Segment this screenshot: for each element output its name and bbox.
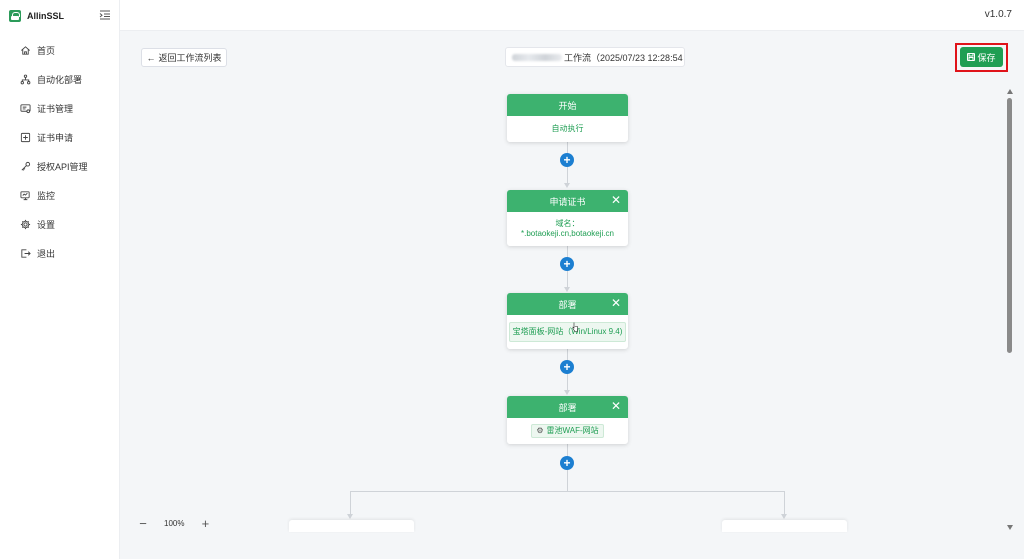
sidebar-item-settings[interactable]: 设置 [0,210,120,239]
deploy-target-tag: 宝塔面板-网站（Win/Linux 9.4) [508,322,627,342]
node-body: 域名： *.botaokeji.cn,botaokeji.cn [507,212,628,246]
branch-node-left[interactable] [289,520,414,532]
add-node-button[interactable]: + [560,360,574,374]
connector-arrow [347,514,353,519]
save-icon [967,53,976,61]
workflow-node-apply-cert[interactable]: 申请证书 ✕ 域名： *.botaokeji.cn,botaokeji.cn [507,190,628,246]
branch-node-right[interactable] [722,520,847,532]
back-to-workflow-list-button[interactable]: ← 返回工作流列表 [141,48,227,67]
sidebar-item-cert-management[interactable]: 证书管理 [0,94,120,123]
redacted-text [512,53,562,61]
gear-icon: ⚙ [536,426,544,435]
sidebar-item-home[interactable]: 首页 [0,36,120,65]
sidebar-item-label: 退出 [37,249,56,259]
node-header: 部署 ✕ [507,396,628,418]
domain-label: 域名： [555,219,580,228]
monitor-icon [20,191,30,201]
scrollbar-thumb[interactable] [1007,98,1012,353]
workflow-title-text: 工作流（2025/07/23 12:28:54 [564,52,683,63]
close-icon[interactable]: ✕ [610,399,621,413]
connector-arrow [564,390,570,395]
domain-value: *.botaokeji.cn,botaokeji.cn [521,229,614,238]
branch-line-left [350,491,351,516]
sidebar-item-logout[interactable]: 退出 [0,239,120,268]
sidebar-item-label: 授权API管理 [37,162,88,172]
workflow-node-deploy[interactable]: 部署 ✕ 宝塔面板-网站（Win/Linux 9.4) [507,293,628,349]
node-header: 申请证书 ✕ [507,190,628,212]
node-body: 宝塔面板-网站（Win/Linux 9.4) [507,315,628,349]
node-title: 部署 [558,299,577,310]
scroll-up-arrow[interactable] [1007,89,1013,94]
zoom-in-button[interactable]: + [201,515,210,531]
node-title: 开始 [558,100,577,111]
arrow-left-icon: ← [146,52,156,63]
zoom-controls: − 100% + [137,515,211,531]
add-node-button[interactable]: + [560,257,574,271]
deploy-target-text: 雷池WAF-网站 [546,426,599,435]
sidebar-item-label: 首页 [37,46,56,56]
top-bar: v1.0.7 [120,0,1024,31]
sidebar-item-api-auth[interactable]: 授权API管理 [0,152,120,181]
add-square-icon [20,132,31,143]
back-button-label: 返回工作流列表 [158,53,222,63]
close-icon[interactable]: ✕ [610,193,621,207]
workflow-icon [20,74,31,85]
save-button[interactable]: 保存 [960,47,1003,67]
scroll-down-arrow[interactable] [1007,525,1013,530]
brand[interactable]: AllinSSL [9,8,64,24]
connector-arrow [781,514,787,519]
collapse-menu-icon[interactable] [99,9,111,21]
save-button-label: 保存 [977,52,996,63]
sidebar-item-label: 监控 [37,191,56,201]
connector-arrow [564,287,570,292]
workflow-title-input[interactable]: 工作流（2025/07/23 12:28:54 [505,47,685,67]
save-button-highlight [955,43,1008,72]
sidebar: AllinSSL 首页 自动化部署 证书管理 证书申请 授权API管理 监控 [0,0,120,559]
workflow-node-deploy[interactable]: 部署 ✕ ⚙ 雷池WAF-网站 [507,396,628,444]
app-name: AllinSSL [27,11,65,21]
close-icon[interactable]: ✕ [610,296,621,310]
home-icon [21,46,30,55]
node-body: ⚙ 雷池WAF-网站 [507,418,628,444]
workflow-node-start[interactable]: 开始 自动执行 [507,94,628,142]
sidebar-item-cert-apply[interactable]: 证书申请 [0,123,120,152]
add-node-button[interactable]: + [560,153,574,167]
node-header: 部署 ✕ [507,293,628,315]
sidebar-item-label: 自动化部署 [37,75,83,85]
sidebar-nav: 首页 自动化部署 证书管理 证书申请 授权API管理 监控 设置 退出 [0,36,120,268]
sidebar-item-monitor[interactable]: 监控 [0,181,120,210]
node-body-text: 自动执行 [551,124,584,133]
key-icon [21,161,31,171]
pointer-cursor-icon [572,322,578,332]
node-body: 自动执行 [507,116,628,142]
app-logo [9,10,21,22]
zoom-level: 100% [164,518,185,528]
certificate-icon [20,104,31,114]
node-title: 申请证书 [549,196,586,207]
branch-line-horizontal [350,491,785,492]
branch-line-right [784,491,785,516]
node-header: 开始 [507,94,628,116]
gear-icon [20,219,31,230]
sidebar-item-automation[interactable]: 自动化部署 [0,65,120,94]
zoom-out-button[interactable]: − [139,515,147,531]
version-label: v1.0.7 [984,9,1012,20]
deploy-target-tag: ⚙ 雷池WAF-网站 [531,424,604,438]
node-title: 部署 [558,402,577,413]
logout-icon [21,249,31,258]
sidebar-item-label: 设置 [37,220,56,230]
sidebar-item-label: 证书管理 [37,104,74,114]
connector-arrow [564,183,570,188]
add-node-button[interactable]: + [560,456,574,470]
sidebar-item-label: 证书申请 [37,133,74,143]
